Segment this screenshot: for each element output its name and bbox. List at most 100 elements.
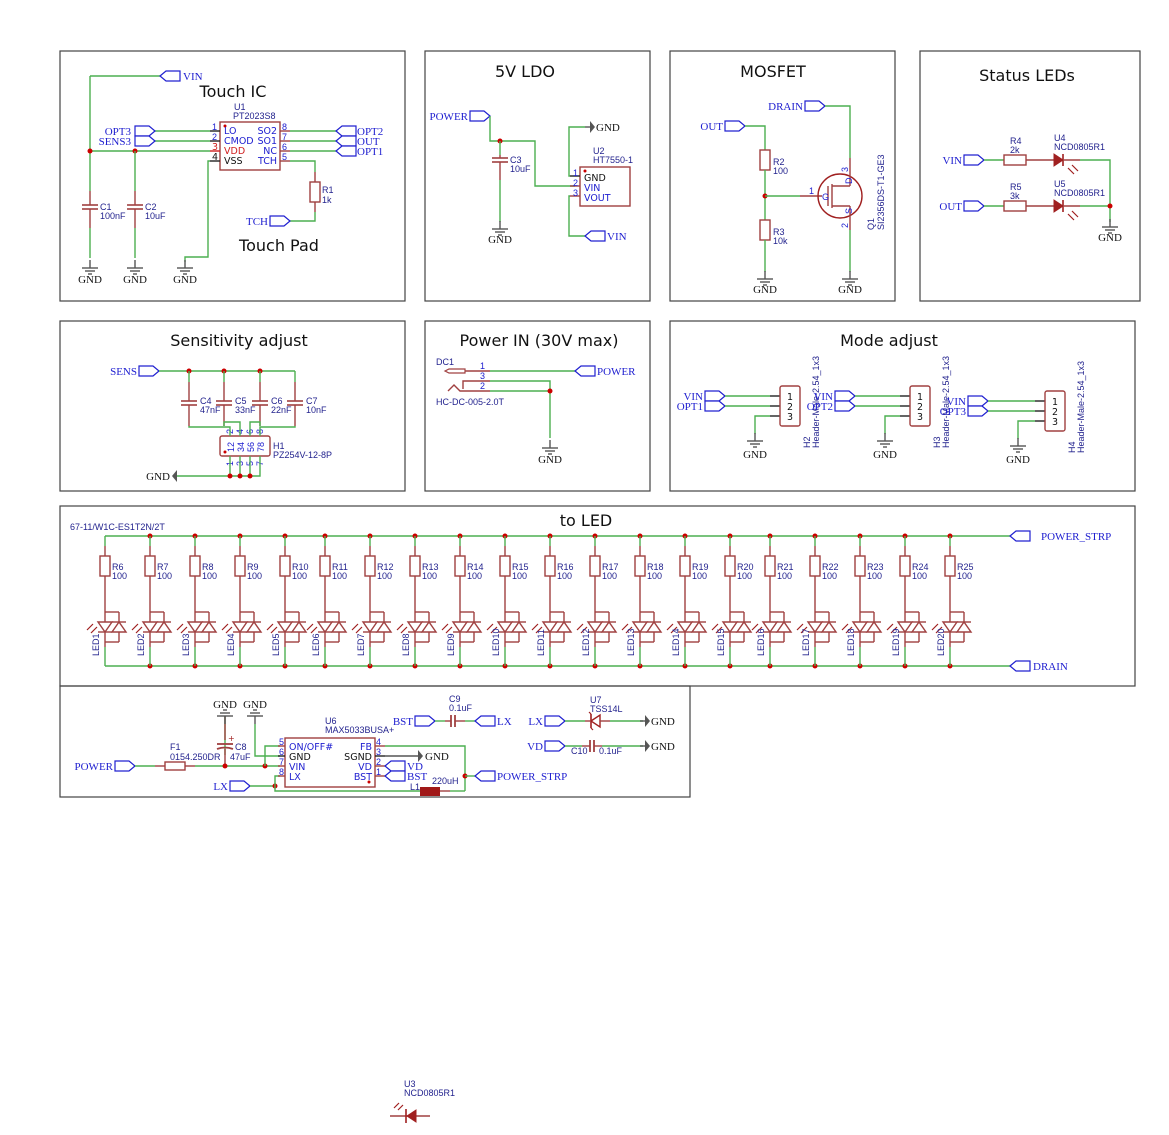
net-label-bst: BST xyxy=(393,716,413,728)
resistor-value: 100 xyxy=(557,571,572,581)
r5-value: 3k xyxy=(1010,191,1020,201)
gnd-label: GND xyxy=(538,454,562,466)
pin-name: TCH xyxy=(257,156,277,167)
pin-name: S xyxy=(844,208,854,214)
gnd-label: GND xyxy=(1006,454,1030,466)
resistor xyxy=(634,555,646,577)
net-label-vin: VIN xyxy=(183,71,203,83)
resistor xyxy=(544,555,556,577)
gnd-label: GND xyxy=(425,751,449,763)
resistor-r2 xyxy=(759,149,771,171)
net-label-sens: SENS xyxy=(110,366,137,378)
resistor xyxy=(809,555,821,577)
cap-value: 22nF xyxy=(271,405,292,415)
ground-icon xyxy=(216,709,234,725)
gnd-label: GND xyxy=(753,284,777,296)
polarity-plus-icon: + xyxy=(228,734,235,743)
pin-name: VDD xyxy=(224,146,245,157)
c3-value: 10uF xyxy=(510,164,531,174)
net-label-vin: VIN xyxy=(683,391,703,403)
section-title: Power IN (30V max) xyxy=(460,331,619,350)
section-to-led: to LED 67-11/W1C-ES1T2N/2T POWER_STRP DR… xyxy=(59,505,1136,687)
net-flag-out xyxy=(963,200,985,212)
pin-name: VIN xyxy=(584,183,600,194)
u2-value: HT7550-1 xyxy=(593,155,633,165)
net-label-vd: VD xyxy=(407,761,423,773)
pin-number: 6 xyxy=(282,142,287,152)
resistor-ref: R9 xyxy=(247,562,259,572)
u4-value: NCD0805R1 xyxy=(1054,142,1105,152)
resistor-value: 100 xyxy=(912,571,927,581)
c2-ref: C2 xyxy=(145,202,157,212)
led-ref: LED12 xyxy=(581,628,591,656)
u6-ref: U6 xyxy=(325,716,337,726)
pin-name: SO2 xyxy=(257,126,277,137)
r2-value: 100 xyxy=(773,166,788,176)
pin-number: 8 xyxy=(282,122,287,132)
c3-ref: C3 xyxy=(510,155,522,165)
net-flag-opt3 xyxy=(134,125,156,137)
net-flag-drain xyxy=(1009,660,1031,672)
ground-icon xyxy=(172,470,177,482)
pin-number: 2 xyxy=(917,402,923,413)
pin-number: 3 xyxy=(212,142,218,153)
pin-name: VOUT xyxy=(584,193,611,204)
net-flag-vin xyxy=(584,230,606,242)
u7-ref: U7 xyxy=(590,695,602,705)
pin-number: 3 xyxy=(573,188,578,198)
c8-ref: C8 xyxy=(235,742,247,752)
l1-ref: L1 xyxy=(410,782,420,792)
r5-ref: R5 xyxy=(1010,182,1022,192)
pin-number: 1 xyxy=(212,122,217,132)
c1-value: 100nF xyxy=(100,211,126,221)
led-ref: LED7 xyxy=(356,633,366,656)
cap-ref: C7 xyxy=(306,396,318,406)
net-flag-lx xyxy=(544,715,566,727)
pin-number: 3 xyxy=(840,167,850,172)
section-status-leds: Status LEDs VIN R4 2k U4 NCD0805R1 OUT R… xyxy=(919,50,1141,302)
net-label-vin: VIN xyxy=(607,231,627,243)
net-label-opt3: OPT3 xyxy=(105,126,132,138)
resistor-ref: R11 xyxy=(332,562,348,572)
pin-number: 2 xyxy=(840,223,850,228)
pin-name: LO xyxy=(224,126,236,137)
resistor-ref: R8 xyxy=(202,562,214,572)
header-h1 xyxy=(219,435,271,457)
net-label-vd: VD xyxy=(527,741,543,753)
net-label-power-strp: POWER_STRP xyxy=(497,771,567,783)
cap-ref: C6 xyxy=(271,396,283,406)
resistor xyxy=(764,555,776,577)
pin-name: BST xyxy=(354,772,372,783)
gnd-label: GND xyxy=(838,284,862,296)
resistor-value: 100 xyxy=(247,571,262,581)
resistor-ref: R16 xyxy=(557,562,574,572)
led-ref: LED1 xyxy=(91,633,101,656)
resistor xyxy=(944,555,956,577)
net-flag-vd xyxy=(384,760,406,772)
led-u5 xyxy=(1053,199,1064,213)
resistor xyxy=(589,555,601,577)
resistor xyxy=(144,555,156,577)
resistor-r4 xyxy=(1003,154,1027,166)
ground-icon xyxy=(876,432,894,448)
r4-ref: R4 xyxy=(1010,136,1022,146)
net-flag-opt xyxy=(834,400,856,412)
led-ref: LED19 xyxy=(891,628,901,656)
resistor-value: 100 xyxy=(602,571,617,581)
pin-number: 12 xyxy=(226,442,236,452)
resistor xyxy=(99,555,111,577)
pin-name: GND xyxy=(289,752,311,763)
ground-icon xyxy=(1009,437,1027,453)
section-power-in: Power IN (30V max) DC1 HC-DC-005-2.0T 1 … xyxy=(424,320,651,492)
